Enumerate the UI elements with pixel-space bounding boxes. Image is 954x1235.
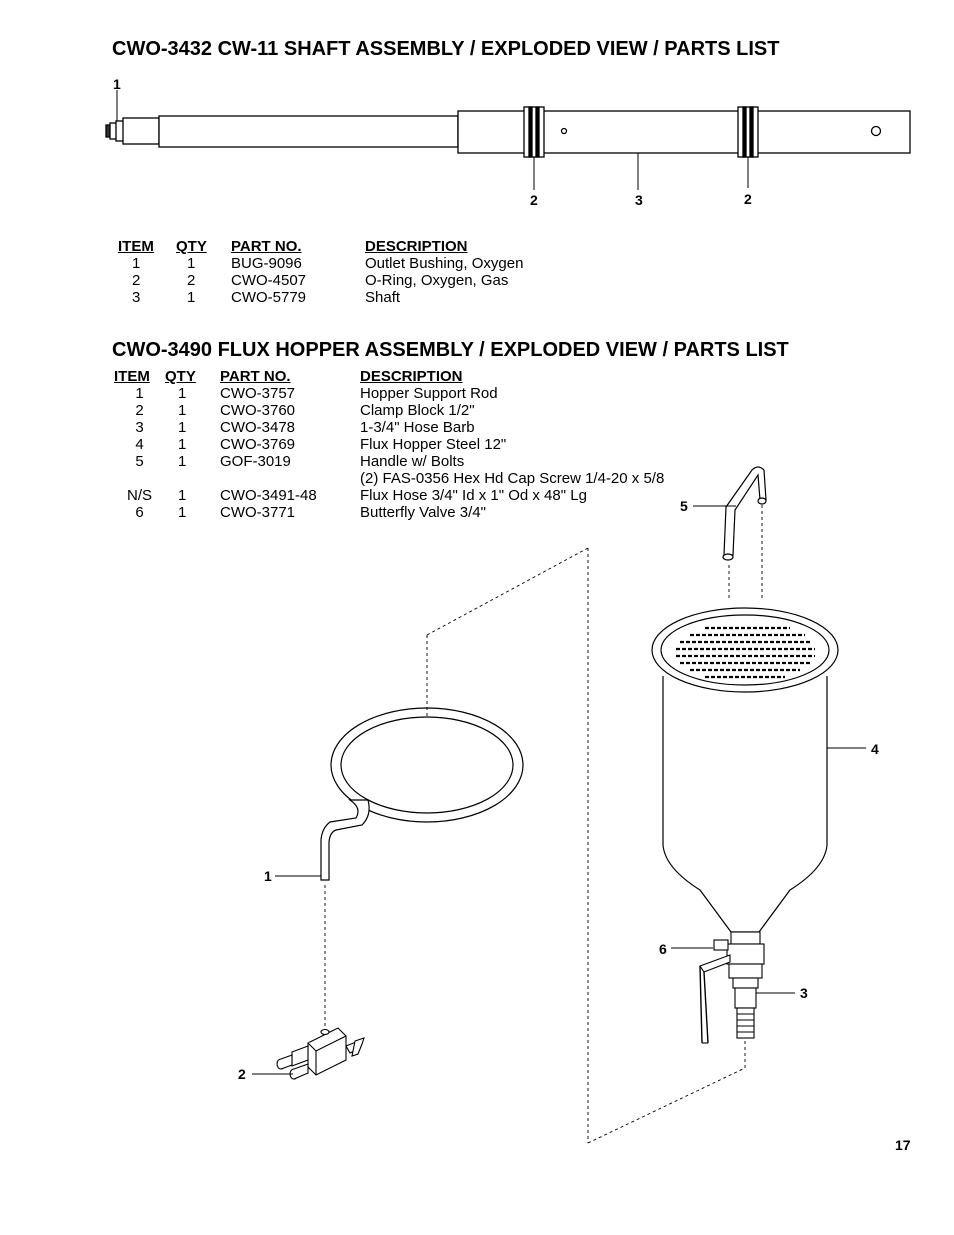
header-part-no: PART NO.	[231, 238, 302, 255]
cell-description: Shaft	[365, 289, 401, 306]
callout-3: 3	[635, 192, 643, 208]
mounting-plane	[324, 505, 763, 1144]
flux-hopper	[651, 607, 839, 933]
callout-1: 1	[264, 868, 272, 884]
cell-qty: 1	[178, 385, 187, 402]
cell-item: 2	[132, 272, 141, 289]
support-rod	[320, 707, 524, 881]
callout-6: 6	[659, 941, 667, 957]
cell-qty: 1	[178, 504, 187, 521]
clamp-block	[276, 1027, 365, 1080]
cell-part-no: CWO-3757	[220, 385, 296, 402]
table-header-row: ITEM QTY PART NO. DESCRIPTION	[118, 238, 523, 255]
table-row: 1 1 BUG-9096 Outlet Bushing, Oxygen	[118, 255, 523, 272]
cell-part-no: CWO-3760	[220, 402, 296, 419]
hopper-drawing	[252, 466, 866, 1144]
cell-qty: 1	[178, 402, 187, 419]
callout-2-right: 2	[744, 191, 752, 207]
cell-qty: 1	[187, 289, 196, 306]
table-row: 2 2 CWO-4507 O-Ring, Oxygen, Gas	[118, 272, 523, 289]
cell-qty: 1	[178, 419, 187, 436]
callout-2: 2	[530, 192, 538, 208]
o-ring-left	[523, 106, 545, 158]
cell-description: Handle w/ Bolts	[360, 453, 465, 470]
section1-title: CWO-3432 CW-11 SHAFT ASSEMBLY / EXPLODED…	[112, 38, 780, 60]
o-ring-right	[737, 106, 759, 158]
section2-title: CWO-3490 FLUX HOPPER ASSEMBLY / EXPLODED…	[112, 339, 789, 361]
shaft-rod	[158, 115, 459, 148]
header-qty: QTY	[165, 368, 196, 385]
cell-part-no: CWO-5779	[231, 289, 307, 306]
cell-description: Butterfly Valve 3/4"	[360, 504, 486, 521]
cell-description: Flux Hose 3/4" Id x 1" Od x 48" Lg	[360, 487, 587, 504]
cell-qty: 1	[187, 255, 196, 272]
cell-item: 3	[135, 419, 144, 436]
callout-5: 5	[680, 498, 688, 514]
cell-item: 3	[132, 289, 141, 306]
cell-description: O-Ring, Oxygen, Gas	[365, 272, 509, 289]
table-row: 5 1 GOF-3019 Handle w/ Bolts	[114, 453, 664, 470]
hopper-leaders	[252, 505, 866, 1075]
cell-item: 6	[135, 504, 144, 521]
table-row: 4 1 CWO-3769 Flux Hopper Steel 12"	[114, 436, 664, 453]
table-row: 1 1 CWO-3757 Hopper Support Rod	[114, 385, 664, 402]
cell-part-no: CWO-3491-48	[220, 487, 317, 504]
header-qty: QTY	[176, 238, 207, 255]
header-description: DESCRIPTION	[360, 368, 463, 385]
cell-qty: 1	[178, 453, 187, 470]
cell-description: (2) FAS-0356 Hex Hd Cap Screw 1/4-20 x 5…	[360, 470, 665, 487]
callout-3: 3	[800, 985, 808, 1001]
cell-part-no: CWO-3771	[220, 504, 296, 521]
cell-description: Flux Hopper Steel 12"	[360, 436, 507, 453]
hopper-parts-table: ITEM QTY PART NO. DESCRIPTION 1 1 CWO-37…	[114, 368, 664, 521]
header-description: DESCRIPTION	[365, 238, 468, 255]
cell-description: Clamp Block 1/2"	[360, 402, 475, 419]
cell-description: Hopper Support Rod	[360, 385, 498, 402]
cell-part-no: CWO-3769	[220, 436, 296, 453]
callout-4: 4	[871, 741, 879, 757]
butterfly-valve	[699, 931, 765, 1044]
cell-item: 1	[132, 255, 141, 272]
cell-description: 1-3/4" Hose Barb	[360, 419, 475, 436]
cell-item: N/S	[126, 487, 152, 504]
cell-item: 5	[135, 453, 144, 470]
header-item: ITEM	[118, 238, 154, 255]
callout-2: 2	[238, 1066, 246, 1082]
cell-part-no: BUG-9096	[231, 255, 302, 272]
table-row: 3 1 CWO-5779 Shaft	[118, 289, 523, 306]
callout-1: 1	[113, 76, 121, 92]
table-row: 2 1 CWO-3760 Clamp Block 1/2"	[114, 402, 664, 419]
cell-part-no: CWO-3478	[220, 419, 296, 436]
cell-description: Outlet Bushing, Oxygen	[365, 255, 524, 272]
cell-item: 1	[135, 385, 144, 402]
table-row: 6 1 CWO-3771 Butterfly Valve 3/4"	[114, 504, 664, 521]
table-row: (2) FAS-0356 Hex Hd Cap Screw 1/4-20 x 5…	[114, 470, 664, 487]
cell-part-no: GOF-3019	[220, 453, 291, 470]
handle	[722, 466, 767, 561]
cell-qty: 1	[178, 436, 187, 453]
table-row: 3 1 CWO-3478 1-3/4" Hose Barb	[114, 419, 664, 436]
page-number: 17	[895, 1137, 911, 1153]
header-item: ITEM	[114, 368, 150, 385]
table-header-row: ITEM QTY PART NO. DESCRIPTION	[114, 368, 664, 385]
cell-item: 2	[135, 402, 144, 419]
outlet-bushing	[105, 90, 160, 145]
shaft-drawing	[105, 90, 911, 190]
cell-part-no: CWO-4507	[231, 272, 307, 289]
cell-item: 4	[135, 436, 144, 453]
header-part-no: PART NO.	[220, 368, 291, 385]
cell-qty: 1	[178, 487, 187, 504]
table-row: N/S 1 CWO-3491-48 Flux Hose 3/4" Id x 1"…	[114, 487, 664, 504]
shaft-parts-table: ITEM QTY PART NO. DESCRIPTION 1 1 BUG-90…	[118, 238, 523, 306]
cell-qty: 2	[187, 272, 196, 289]
hose-barb	[732, 977, 759, 1039]
